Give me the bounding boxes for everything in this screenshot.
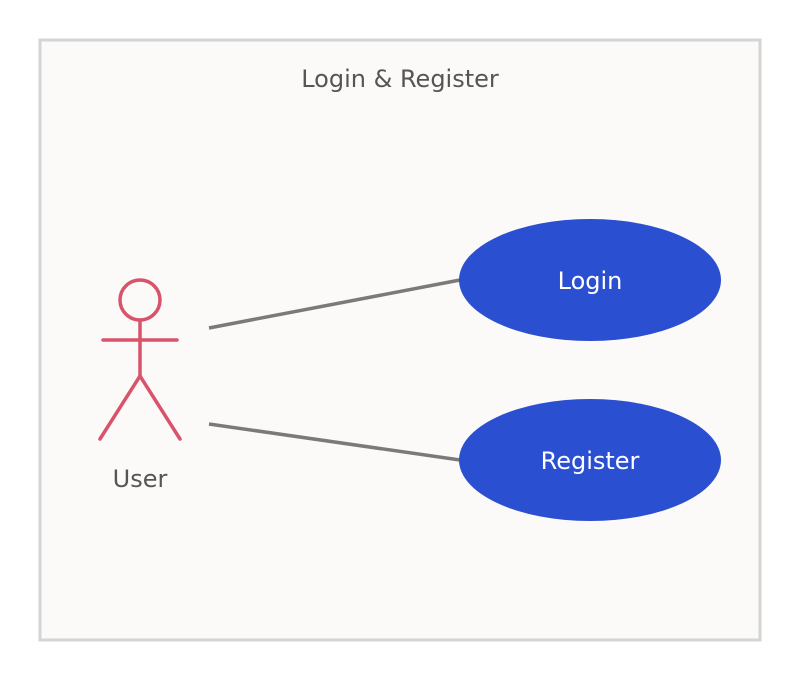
actor-left-leg [98,374,142,441]
usecase-register-ellipse[interactable] [459,399,721,521]
actor-user-figure [98,278,182,441]
usecase-login[interactable]: Login [459,219,721,341]
usecase-login-label: Login [558,267,623,295]
actor-user-label: User [113,465,168,493]
usecase-register-label: Register [541,447,640,475]
usecase-login-ellipse[interactable] [459,219,721,341]
system-title: Login & Register [301,65,499,93]
association-user-login [208,278,461,330]
actor-right-leg [138,374,182,441]
usecase-register[interactable]: Register [459,399,721,521]
association-user-register [208,422,461,462]
